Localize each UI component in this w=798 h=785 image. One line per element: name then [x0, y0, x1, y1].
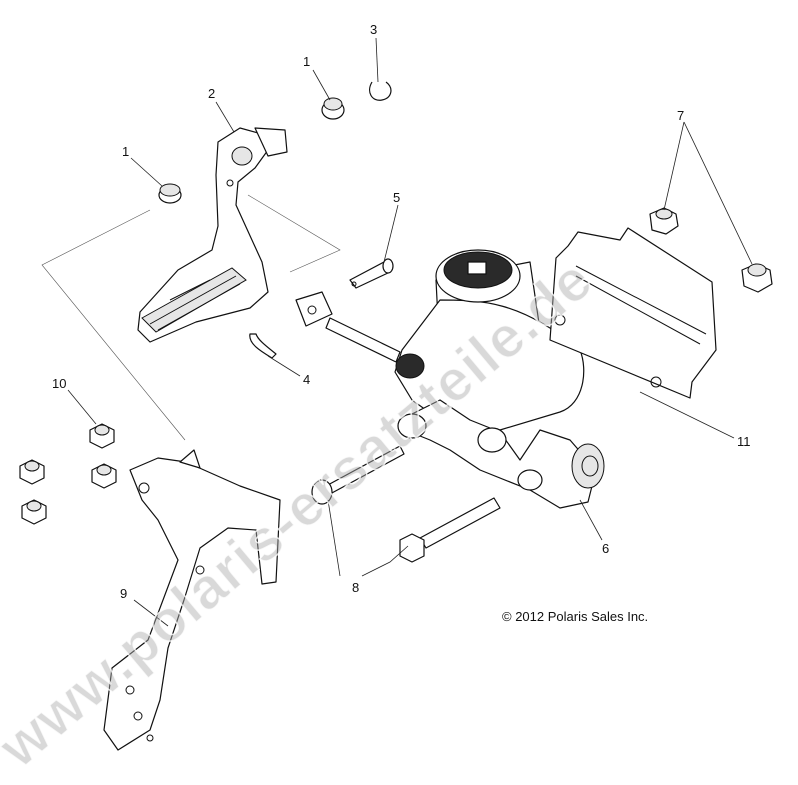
- bolt: [311, 445, 405, 505]
- callout-label: 11: [737, 434, 751, 449]
- callout-label: 3: [370, 22, 377, 37]
- cotter-pin: [249, 333, 277, 359]
- flange-nut: [91, 463, 117, 489]
- copyright-notice: © 2012 Polaris Sales Inc.: [502, 609, 648, 624]
- callout-label: 10: [52, 376, 66, 391]
- flange-nut: [89, 423, 115, 449]
- flange-nut: [21, 499, 47, 525]
- leader-lines: [67, 37, 753, 627]
- reservoir-bracket: [549, 227, 717, 399]
- master-cylinder: [295, 249, 605, 509]
- nut: [649, 207, 679, 235]
- callout-label: 6: [602, 541, 609, 556]
- callout-label: 8: [352, 580, 359, 595]
- flange-nut: [19, 459, 45, 485]
- nut: [741, 263, 773, 293]
- callout-label: 1: [303, 54, 310, 69]
- assembly-guide-lines: [41, 194, 341, 441]
- bolt: [399, 497, 501, 563]
- callout-label: 9: [120, 586, 127, 601]
- bushing: [158, 183, 182, 204]
- callout-label: 7: [677, 108, 684, 123]
- bushing: [321, 97, 345, 120]
- callout-label: 1: [122, 144, 129, 159]
- callout-label: 5: [393, 190, 400, 205]
- callout-labels: 1 1 2 3 4 5 6 7 8 9 10 11: [52, 22, 751, 601]
- brake-pedal: [137, 127, 288, 343]
- watermark: www.polaris-ersatzteile.de: [0, 247, 605, 781]
- callout-label: 2: [208, 86, 215, 101]
- clevis-pin: [349, 258, 394, 289]
- mounting-bracket: [103, 449, 281, 751]
- retaining-clip: [369, 81, 392, 101]
- callout-label: 4: [303, 372, 310, 387]
